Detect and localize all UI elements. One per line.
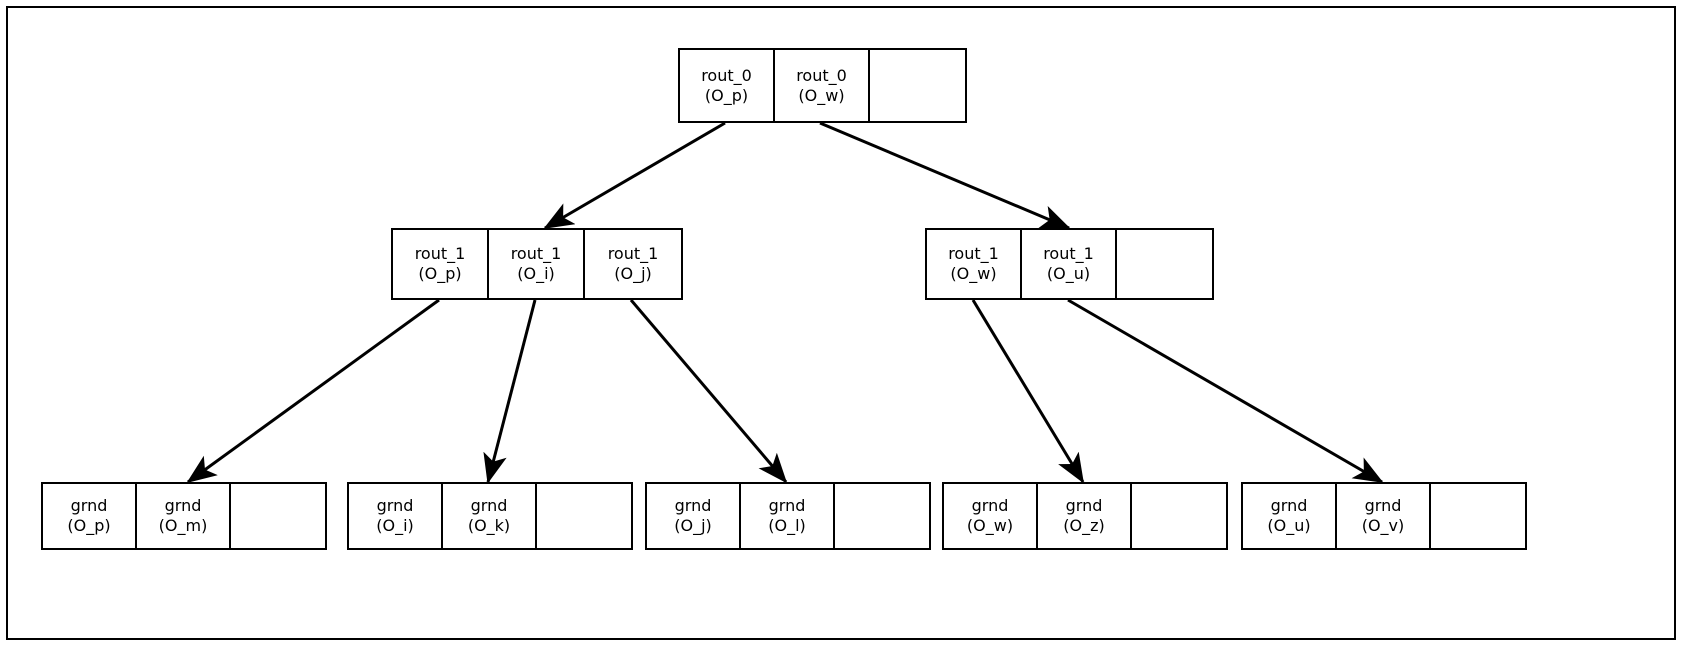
cell-label-primary: rout_1 [948,244,999,264]
node-mid-right-cell-0[interactable]: rout_1(O_w) [927,230,1022,298]
node-leaf-4-cell-0[interactable]: grnd(O_w) [944,484,1038,548]
cell-label-secondary: (O_j) [674,516,712,535]
cell-label-secondary: (O_v) [1361,516,1405,535]
cell-label-secondary: (O_w) [966,516,1014,535]
node-mid-left-cell-2[interactable]: rout_1(O_j) [585,230,681,298]
cell-label-primary: grnd [1065,496,1103,516]
node-mid-right[interactable]: rout_1(O_w)rout_1(O_u) [925,228,1214,300]
node-root-cell-2[interactable] [870,50,965,121]
node-leaf-3[interactable]: grnd(O_j)grnd(O_l) [645,482,931,550]
node-leaf-5[interactable]: grnd(O_u)grnd(O_v) [1241,482,1527,550]
node-root-cell-1[interactable]: rout_0(O_w) [775,50,870,121]
cell-label-secondary: (O_p) [704,85,749,105]
cell-label-secondary: (O_u) [1046,264,1091,283]
node-mid-right-cell-2[interactable] [1117,230,1212,298]
cell-label-primary: grnd [164,496,202,516]
node-leaf-1-cell-2[interactable] [231,484,325,548]
cell-label-secondary: (O_m) [158,516,208,535]
cell-label-primary: grnd [376,496,414,516]
cell-label-primary: grnd [70,496,108,516]
cell-label-primary: grnd [674,496,712,516]
cell-label-secondary: (O_z) [1063,516,1105,535]
node-leaf-1[interactable]: grnd(O_p)grnd(O_m) [41,482,327,550]
cell-label-secondary: (O_i) [517,264,555,283]
cell-label-secondary: (O_k) [467,516,511,535]
node-leaf-2-cell-1[interactable]: grnd(O_k) [443,484,537,548]
cell-label-primary: rout_1 [414,244,466,264]
node-mid-left-cell-0[interactable]: rout_1(O_p) [393,230,489,298]
node-mid-left-cell-1[interactable]: rout_1(O_i) [489,230,585,298]
cell-label-secondary: (O_i) [376,516,414,535]
node-leaf-4[interactable]: grnd(O_w)grnd(O_z) [942,482,1228,550]
cell-label-primary: grnd [768,496,806,516]
node-leaf-2-cell-0[interactable]: grnd(O_i) [349,484,443,548]
node-leaf-3-cell-0[interactable]: grnd(O_j) [647,484,741,548]
node-leaf-2-cell-2[interactable] [537,484,631,548]
node-leaf-4-cell-1[interactable]: grnd(O_z) [1038,484,1132,548]
node-leaf-5-cell-2[interactable] [1431,484,1525,548]
cell-label-secondary: (O_j) [614,264,652,283]
cell-label-secondary: (O_u) [1267,516,1311,535]
cell-label-secondary: (O_w) [798,85,845,105]
node-leaf-5-cell-1[interactable]: grnd(O_v) [1337,484,1431,548]
cell-label-primary: grnd [1364,496,1402,516]
cell-label-primary: grnd [470,496,508,516]
node-leaf-2[interactable]: grnd(O_i)grnd(O_k) [347,482,633,550]
cell-label-secondary: (O_l) [768,516,806,535]
node-leaf-1-cell-1[interactable]: grnd(O_m) [137,484,231,548]
cell-label-primary: rout_0 [796,65,847,85]
cell-label-primary: rout_1 [510,244,562,264]
node-root-cell-0[interactable]: rout_0(O_p) [680,50,775,121]
node-leaf-4-cell-2[interactable] [1132,484,1226,548]
node-leaf-1-cell-0[interactable]: grnd(O_p) [43,484,137,548]
node-leaf-3-cell-1[interactable]: grnd(O_l) [741,484,835,548]
node-mid-right-cell-1[interactable]: rout_1(O_u) [1022,230,1117,298]
cell-label-secondary: (O_p) [67,516,111,535]
cell-label-primary: grnd [971,496,1009,516]
cell-label-secondary: (O_w) [950,264,997,283]
cell-label-primary: grnd [1270,496,1308,516]
node-mid-left[interactable]: rout_1(O_p)rout_1(O_i)rout_1(O_j) [391,228,683,300]
cell-label-primary: rout_0 [701,65,752,85]
node-leaf-3-cell-2[interactable] [835,484,929,548]
cell-label-primary: rout_1 [1043,244,1094,264]
node-leaf-5-cell-0[interactable]: grnd(O_u) [1243,484,1337,548]
node-root[interactable]: rout_0(O_p)rout_0(O_w) [678,48,967,123]
cell-label-primary: rout_1 [607,244,659,264]
cell-label-secondary: (O_p) [418,264,462,283]
